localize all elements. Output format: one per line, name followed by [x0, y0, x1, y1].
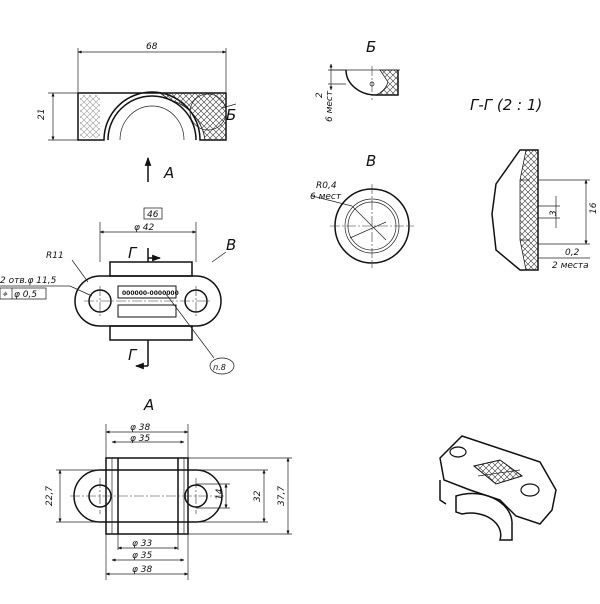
- view-a-phi35-bottom: φ 35: [132, 551, 153, 561]
- isometric-view: [439, 435, 557, 541]
- view-a-label: A: [143, 396, 154, 414]
- view-a-dim-377: 37,7: [277, 486, 287, 506]
- section-dim-02: 0,2: [565, 248, 580, 258]
- top-view: 68 21 Б A: [37, 42, 236, 182]
- front-view: 46 φ 42 000000-0000000 R11 2 отв.φ 11,5 …: [0, 207, 236, 375]
- detail-v-note-1: R0,4: [316, 181, 337, 191]
- detail-b-note-2: 6 мест: [325, 90, 335, 122]
- view-a-phi38-bottom: φ 38: [132, 565, 153, 575]
- detail-v: В R0,4 6 мест: [310, 152, 414, 268]
- detail-b-note-1: 2: [315, 92, 325, 98]
- section-label: Г-Г (2 : 1): [470, 96, 542, 114]
- view-a-dim-14: 14: [215, 488, 225, 500]
- view-a-phi33: φ 33: [132, 539, 153, 549]
- tolerance-value: φ 0,5: [14, 290, 37, 300]
- view-arrow-a: A: [163, 164, 174, 182]
- callout-b: Б: [226, 106, 236, 124]
- view-a-phi38-top: φ 38: [130, 423, 151, 433]
- view-a-dim-227: 22,7: [45, 486, 55, 506]
- view-a-dim-32: 32: [253, 490, 263, 502]
- section-dim-16: 16: [589, 202, 599, 214]
- front-holes-note: 2 отв.φ 11,5: [0, 276, 57, 286]
- detail-v-label: В: [366, 152, 376, 170]
- section-gg: Г-Г (2 : 1) 16 3 0,2 2 места: [470, 96, 599, 271]
- section-dim-02-note: 2 места: [552, 261, 589, 271]
- tolerance-symbol: ⌖: [2, 290, 8, 300]
- view-a: A φ 38 φ 35 22,7 14 32: [45, 396, 292, 580]
- dim-21: 21: [37, 109, 47, 120]
- detail-b-label: Б: [366, 38, 376, 56]
- front-dim-phi42: φ 42: [134, 223, 155, 233]
- detail-b: Б 2 6 мест: [315, 38, 400, 122]
- dim-68: 68: [146, 42, 158, 52]
- note-ref: п.8: [213, 363, 226, 372]
- front-marking: 000000-0000000: [122, 290, 179, 297]
- front-dim-46: 46: [147, 210, 159, 220]
- detail-v-note-2: 6 мест: [310, 192, 342, 202]
- front-callout-v: В: [226, 236, 236, 254]
- view-a-phi35-top: φ 35: [130, 434, 151, 444]
- section-mark-top: Г: [128, 244, 138, 262]
- front-radius: R11: [46, 251, 64, 261]
- section-dim-3: 3: [549, 210, 559, 216]
- section-mark-bottom: Г: [128, 346, 138, 364]
